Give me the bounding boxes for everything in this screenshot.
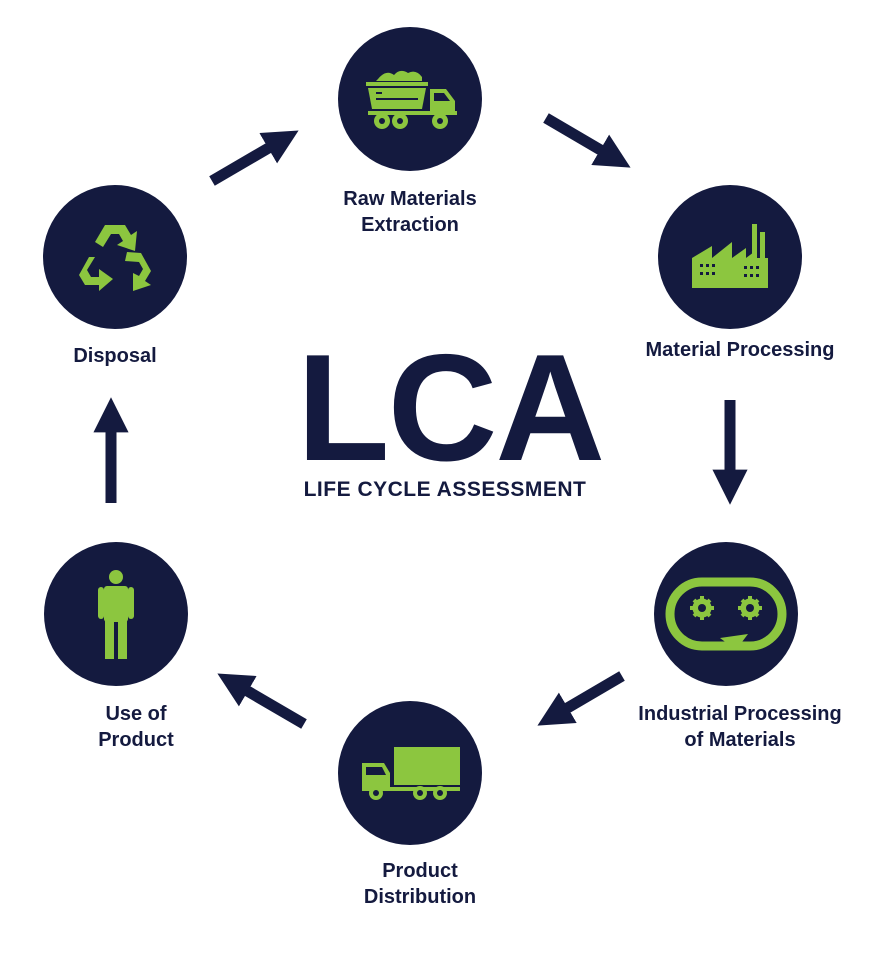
stage-raw-materials-circle — [338, 27, 482, 171]
stage-product-distribution-circle — [338, 701, 482, 845]
stage-use-of-product-circle — [44, 542, 188, 686]
delivery-truck-icon — [362, 747, 460, 800]
stage-material-processing-circle — [658, 185, 802, 329]
stage-material-processing-label: Material Processing — [612, 337, 868, 363]
center-title: LCA — [296, 323, 605, 493]
stage-industrial-processing-label-line1: Industrial Processing — [638, 703, 842, 725]
stage-use-of-product-label-line1: Use of — [105, 703, 167, 725]
stage-product-distribution-label-line2: Distribution — [363, 886, 477, 908]
stage-industrial-processing-label-line2: of Materials — [684, 729, 796, 751]
stage-use-of-product-label-line2: Product — [98, 729, 174, 751]
stage-raw-materials-label-line1: Raw Materials — [343, 188, 477, 210]
center-subtitle: LIFE CYCLE ASSESSMENT — [303, 478, 587, 501]
arrow-raw-to-processing — [543, 113, 631, 168]
person-icon — [98, 570, 134, 659]
dump-truck-icon — [366, 70, 457, 129]
conveyor-gears-icon — [665, 577, 787, 651]
arrow-disposal-to-raw — [209, 130, 299, 186]
arrow-industrial-to-distribution — [537, 671, 625, 726]
recycle-icon — [79, 225, 151, 291]
factory-icon — [692, 224, 768, 288]
stage-industrial-processing-label: Industrial Processing of Materials — [612, 701, 868, 753]
stage-raw-materials-label-line2: Extraction — [361, 214, 459, 236]
stage-industrial-processing-circle — [654, 542, 798, 686]
stage-raw-materials-label: Raw Materials Extraction — [310, 186, 510, 238]
stage-material-processing-label-line1: Material Processing — [645, 339, 835, 361]
stage-product-distribution-label-line1: Product — [382, 860, 458, 882]
stage-disposal-label-line1: Disposal — [73, 345, 157, 367]
stage-disposal-label: Disposal — [40, 343, 190, 369]
stage-use-of-product-label: Use of Product — [56, 701, 216, 753]
stage-product-distribution-label: Product Distribution — [310, 858, 530, 910]
stage-disposal-circle — [43, 185, 187, 329]
arrow-distribution-to-use — [217, 673, 307, 729]
